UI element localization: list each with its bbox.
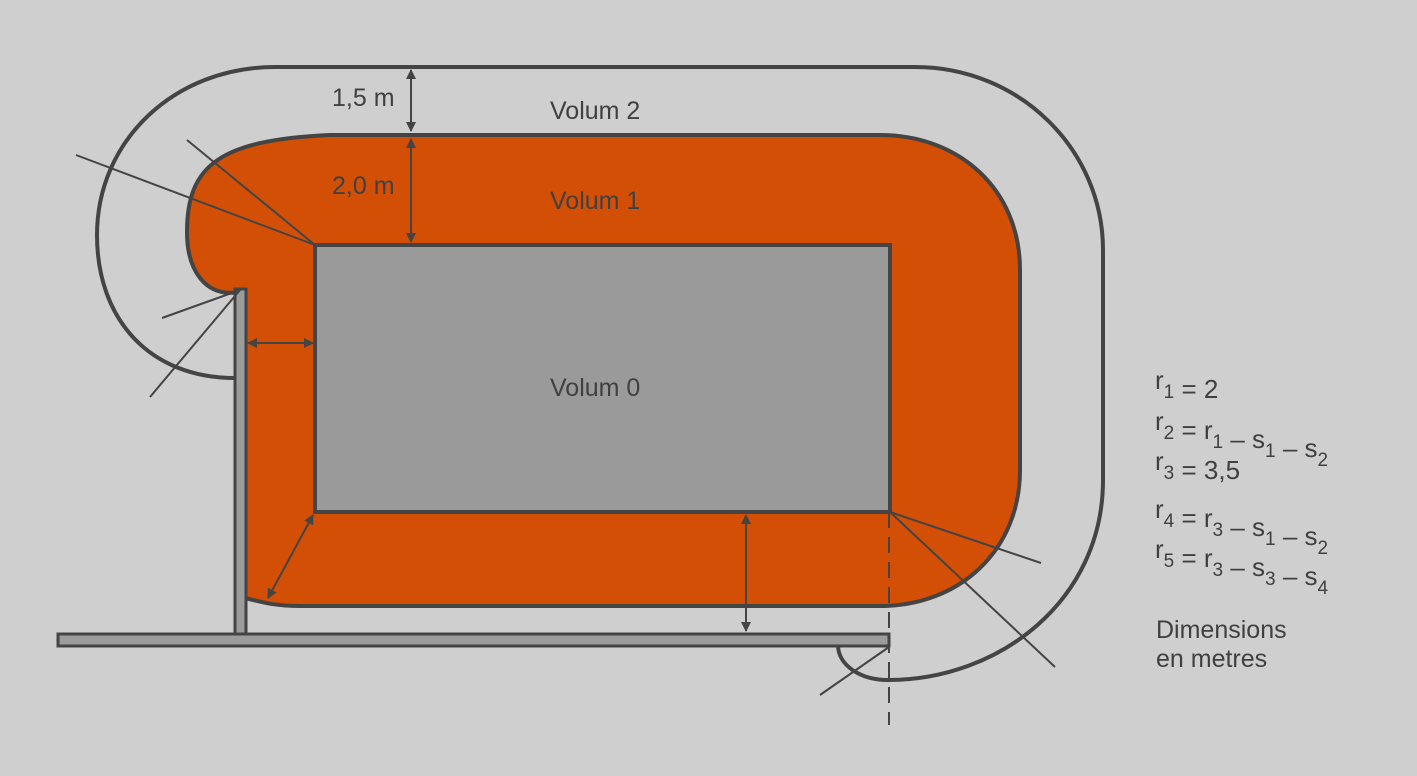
formula-subscript: 2: [1164, 423, 1175, 444]
dimension-arrows: [247, 69, 751, 632]
formula-r2: r2 = r1 – s1 – s2: [1155, 406, 1328, 471]
formula-subscript: 1: [1213, 432, 1224, 453]
formula-term: – s: [1223, 512, 1265, 542]
radius-line: [161, 289, 241, 319]
formula-subscript: 2: [1318, 450, 1329, 471]
vertical-wall: [233, 287, 248, 638]
dimension-arrow-corner: [267, 514, 314, 599]
radius-line: [889, 511, 1056, 668]
formula-subscript: 3: [1213, 560, 1224, 581]
volum-2-label: Volum 2: [550, 97, 640, 125]
volum-0-zone: [313, 243, 892, 514]
radius-line: [819, 646, 890, 696]
formula-term: = 2: [1174, 374, 1218, 404]
formula-term: – s: [1276, 521, 1318, 551]
formula-term: – s: [1276, 433, 1318, 463]
formula-term: = r: [1174, 543, 1213, 573]
formula-subscript: 1: [1265, 529, 1276, 550]
radius-line: [889, 511, 1042, 564]
radius-line: [186, 139, 316, 246]
formula-r1: r1 = 2: [1155, 365, 1218, 404]
radius-lines: [75, 139, 1056, 725]
radius-line: [75, 154, 316, 246]
formula-term: r: [1155, 365, 1164, 395]
formula-subscript: 4: [1318, 578, 1329, 599]
formula-term: – s: [1223, 424, 1265, 454]
units-note-line2: en metres: [1156, 645, 1267, 673]
formula-subscript: 5: [1164, 551, 1175, 572]
formula-subscript: 1: [1265, 441, 1276, 462]
formula-subscript: 3: [1265, 569, 1276, 590]
formula-r5: r5 = r3 – s3 – s4: [1155, 534, 1329, 599]
formula-term: = r: [1174, 503, 1213, 533]
dimension-label-2-0: 2,0 m: [332, 172, 395, 200]
volum-0-label: Volum 0: [550, 374, 640, 402]
volum-1-label: Volum 1: [550, 187, 640, 215]
formula-term: – s: [1276, 561, 1318, 591]
floor-slab: [56, 632, 891, 648]
formula-term: = 3,5: [1174, 455, 1240, 485]
formula-term: r: [1155, 406, 1164, 436]
formula-subscript: 4: [1164, 511, 1175, 532]
units-note-line1: Dimensions: [1156, 616, 1287, 644]
volum-2-outline: [94, 65, 1105, 683]
formula-term: r: [1155, 446, 1164, 476]
formula-r3: r3 = 3,5: [1155, 446, 1240, 485]
formula-subscript: 3: [1213, 520, 1224, 541]
formula-r4: r4 = r3 – s1 – s2: [1155, 494, 1328, 559]
formula-term: – s: [1223, 552, 1265, 582]
formula-term: r: [1155, 534, 1164, 564]
formula-subscript: 3: [1164, 463, 1175, 484]
formula-subscript: 2: [1318, 538, 1329, 559]
formula-term: r: [1155, 494, 1164, 524]
formula-term: = r: [1174, 415, 1213, 445]
radius-line: [149, 289, 241, 398]
dimension-label-1-5: 1,5 m: [332, 84, 395, 112]
formula-subscript: 1: [1164, 382, 1175, 403]
